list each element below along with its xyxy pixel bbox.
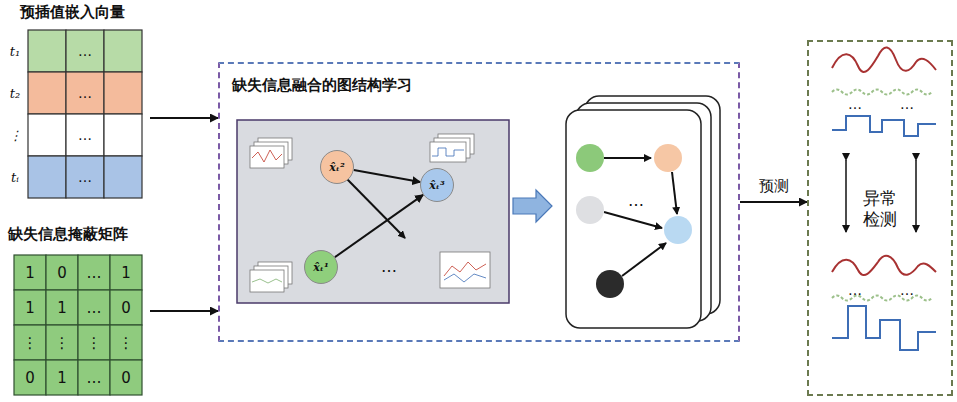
waveforms	[832, 47, 936, 350]
box-title: 缺失信息融合的图结构学习	[232, 76, 412, 94]
detect-arrows	[846, 160, 916, 232]
box-title: 异常检测	[863, 188, 897, 231]
cell-ellipsis: …	[68, 39, 102, 63]
connector	[740, 201, 807, 203]
connector	[354, 170, 421, 182]
embedding-grid	[28, 30, 142, 198]
ellipsis: …	[840, 96, 870, 112]
node-circle: x̂ₜ²	[320, 150, 354, 184]
matrix-cell: 0	[112, 362, 140, 393]
mask-grid	[14, 255, 142, 395]
graph-learning-box: 缺失信息融合的图结构学习 x̂ₜ² x̂ₜ³ x̂ₜ¹	[218, 62, 740, 342]
node-circle: x̂ₜ¹	[304, 250, 338, 284]
embedding-block: 预插值嵌入向量	[0, 2, 150, 200]
ellipsis: …	[892, 282, 922, 298]
matrix-cell: ⋮	[80, 327, 108, 358]
node-label: x̂ₜ²	[329, 161, 344, 174]
matrix-cell: ⋮	[112, 327, 140, 358]
matrix-cell: 0	[48, 257, 76, 288]
matrix-cell: 1	[16, 292, 44, 323]
graph-sample	[576, 144, 692, 298]
node-label: x̂ₜ¹	[313, 261, 328, 274]
matrix-cell: 0	[16, 362, 44, 393]
node-label: x̂ₜ³	[429, 179, 444, 192]
connector	[150, 310, 218, 312]
cell-ellipsis: …	[68, 123, 102, 147]
graph-cards	[566, 96, 720, 328]
row-label: ⋮	[4, 123, 26, 147]
anomaly-box: 异常检测	[807, 40, 953, 396]
matrix-cell: …	[80, 257, 108, 288]
row-label: t₁	[4, 39, 26, 63]
box-title: 预插值嵌入向量	[20, 3, 125, 21]
flow-arrow	[513, 190, 552, 222]
matrix-cell: …	[80, 362, 108, 393]
cell-ellipsis: …	[68, 81, 102, 105]
connector	[150, 117, 218, 119]
box-title: 缺失信息掩蔽矩阵	[8, 225, 128, 243]
matrix-cell: 1	[16, 257, 44, 288]
matrix-cell: 1	[112, 257, 140, 288]
matrix-cell: 1	[48, 292, 76, 323]
row-label: t₂	[4, 81, 26, 105]
series-thumbnails	[250, 134, 490, 292]
graph-panel	[237, 120, 509, 303]
matrix-cell: …	[80, 292, 108, 323]
ellipsis: …	[840, 282, 870, 298]
matrix-cell: 1	[48, 362, 76, 393]
cell-ellipsis: …	[68, 165, 102, 189]
ellipsis: …	[618, 190, 654, 210]
row-label: tᵢ	[4, 165, 26, 189]
matrix-cell: ⋮	[16, 327, 44, 358]
node-circle: x̂ₜ³	[420, 168, 454, 202]
matrix-cell: ⋮	[48, 327, 76, 358]
matrix-cell: 0	[112, 292, 140, 323]
connector	[335, 195, 423, 257]
edge-label: 预测	[757, 177, 791, 196]
ellipsis: …	[372, 256, 406, 276]
ellipsis: …	[892, 96, 922, 112]
